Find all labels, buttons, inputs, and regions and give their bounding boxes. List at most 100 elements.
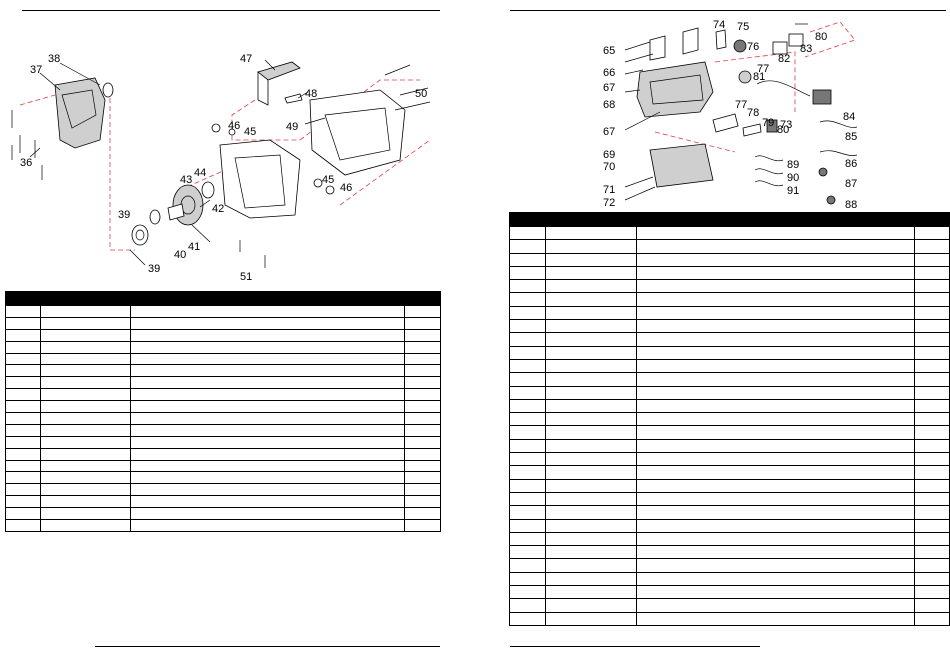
- table-cell: [914, 345, 950, 360]
- table-cell: [509, 478, 546, 493]
- table-cell: [545, 319, 637, 334]
- table-row: [509, 252, 950, 267]
- callout-66: 66: [603, 67, 615, 79]
- table-cell: [509, 385, 546, 400]
- callout-40: 40: [174, 249, 186, 261]
- table-row: [509, 571, 950, 587]
- callout-80: 80: [815, 31, 827, 43]
- table-cell: [636, 558, 915, 573]
- table-row: [5, 471, 441, 485]
- table-cell: [636, 452, 915, 467]
- table-row: [5, 400, 441, 414]
- table-row: [509, 478, 950, 493]
- callout-70: 70: [603, 161, 615, 173]
- table-cell: [914, 531, 950, 547]
- table-row: [509, 239, 950, 254]
- table-cell: [130, 459, 405, 473]
- table-row: [5, 412, 441, 425]
- table-row: [509, 412, 950, 427]
- table-cell: [914, 478, 950, 493]
- callout-87: 87: [845, 178, 857, 190]
- table-row: [5, 316, 441, 330]
- table-cell: [509, 505, 546, 520]
- table-row: [5, 328, 441, 342]
- callout-41: 41: [188, 241, 200, 253]
- table-cell: [545, 505, 637, 520]
- table-cell: [509, 425, 546, 440]
- table-cell: [545, 279, 637, 294]
- table-cell: [636, 279, 915, 294]
- left-footer-rule: [95, 646, 440, 647]
- table-cell: [545, 585, 637, 600]
- table-cell: [130, 412, 405, 425]
- callout-79: 79: [762, 117, 774, 129]
- table-cell: [404, 305, 441, 318]
- table-cell: [404, 483, 441, 497]
- table-cell: [404, 316, 441, 330]
- table-row: [5, 388, 441, 402]
- table-row: [509, 452, 950, 467]
- callout-73: 73: [780, 119, 792, 131]
- table-cell: [5, 305, 41, 318]
- table-cell: [40, 340, 131, 354]
- left-header-rule: [22, 10, 440, 11]
- table-cell: [5, 364, 41, 378]
- table-cell: [914, 598, 950, 613]
- table-cell: [636, 385, 915, 400]
- table-row: [509, 611, 950, 626]
- callout-65: 65: [603, 45, 615, 57]
- table-cell: [509, 491, 546, 507]
- table-row: [509, 372, 950, 387]
- right-header-rule: [510, 10, 946, 11]
- table-cell: [914, 372, 950, 387]
- table-row: [509, 465, 950, 480]
- table-cell: [636, 585, 915, 600]
- callout-47: 47: [240, 53, 252, 65]
- callout-72: 72: [603, 197, 615, 209]
- table-cell: [914, 505, 950, 520]
- table-cell: [404, 400, 441, 414]
- table-row: [509, 438, 950, 454]
- table-cell: [40, 328, 131, 342]
- left-table-header: [5, 291, 441, 306]
- table-cell: [130, 507, 405, 521]
- callout-46b: 46: [340, 182, 352, 194]
- table-cell: [545, 385, 637, 400]
- table-cell: [509, 438, 546, 454]
- table-cell: [130, 400, 405, 414]
- table-row: [5, 459, 441, 473]
- table-cell: [636, 545, 915, 560]
- table-cell: [404, 340, 441, 354]
- table-cell: [509, 558, 546, 573]
- table-cell: [130, 305, 405, 318]
- table-cell: [5, 471, 41, 485]
- table-cell: [5, 388, 41, 402]
- table-row: [509, 531, 950, 547]
- table-row: [509, 491, 950, 507]
- table-cell: [636, 372, 915, 387]
- table-cell: [545, 611, 637, 626]
- table-cell: [636, 358, 915, 374]
- table-cell: [130, 447, 405, 461]
- table-cell: [404, 328, 441, 342]
- callout-50: 50: [415, 88, 427, 100]
- callout-80b: 80: [777, 124, 789, 136]
- table-cell: [5, 435, 41, 449]
- table-cell: [545, 598, 637, 613]
- table-cell: [545, 292, 637, 307]
- table-cell: [130, 340, 405, 354]
- callout-39b: 39: [148, 263, 160, 275]
- callout-37: 37: [30, 64, 42, 76]
- table-cell: [509, 545, 546, 560]
- table-cell: [5, 423, 41, 437]
- table-cell: [636, 319, 915, 334]
- table-cell: [636, 438, 915, 454]
- callout-89: 89: [787, 159, 799, 171]
- table-cell: [636, 505, 915, 520]
- table-cell: [130, 352, 405, 366]
- table-cell: [5, 376, 41, 390]
- table-cell: [40, 412, 131, 425]
- callout-83: 83: [800, 43, 812, 55]
- callout-68: 68: [603, 99, 615, 111]
- table-cell: [914, 292, 950, 307]
